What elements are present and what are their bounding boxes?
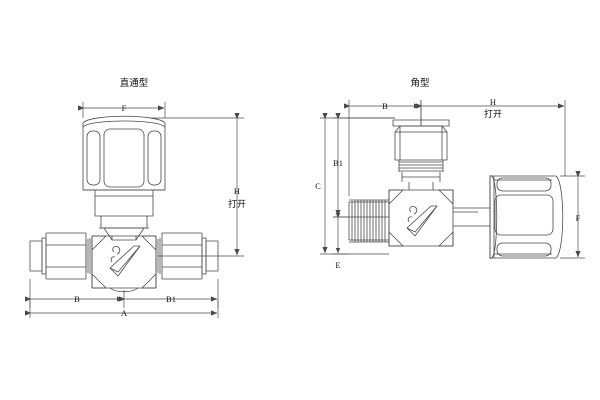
dim-H-right	[416, 100, 566, 176]
right-top-nut	[392, 119, 450, 182]
dim-label-C-right: C	[315, 181, 321, 191]
dim-label-open-left: 打开	[228, 198, 246, 210]
left-outlet-nut	[155, 232, 219, 280]
left-knob	[82, 115, 166, 217]
left-valve-body	[91, 235, 157, 293]
title-straight-type: 直通型	[120, 77, 149, 89]
dim-B-right	[344, 100, 422, 196]
dim-F-left	[78, 102, 166, 118]
dim-label-B-right: B	[382, 101, 388, 111]
dim-A-left	[25, 299, 219, 318]
dim-label-F-right: F	[576, 213, 581, 223]
dim-C-right	[320, 113, 395, 255]
dim-B-B1-left	[25, 279, 219, 308]
dim-label-H-left: H	[234, 186, 240, 196]
dim-label-B-left: B	[74, 294, 80, 304]
right-valve-body	[388, 182, 454, 247]
dim-label-H-right: H	[490, 97, 496, 107]
flow-mark-icon-right	[406, 205, 438, 237]
dim-F-right	[560, 171, 585, 259]
dim-label-F-left: F	[122, 103, 127, 113]
dim-label-A-left: A	[121, 308, 128, 318]
dim-E-right	[333, 212, 349, 255]
left-bonnet	[99, 216, 149, 241]
flow-mark-icon	[109, 245, 141, 277]
right-knob	[453, 175, 564, 259]
dim-H-left	[150, 113, 244, 257]
title-angle-type: 角型	[410, 77, 430, 89]
right-male-thread	[348, 199, 390, 243]
dim-label-B1-right: B1	[333, 158, 343, 168]
dim-label-B1-left: B1	[166, 294, 176, 304]
left-inlet-nut	[29, 232, 93, 280]
dim-label-E-right: E	[335, 260, 340, 270]
dim-label-open-right: 打开	[484, 108, 502, 120]
